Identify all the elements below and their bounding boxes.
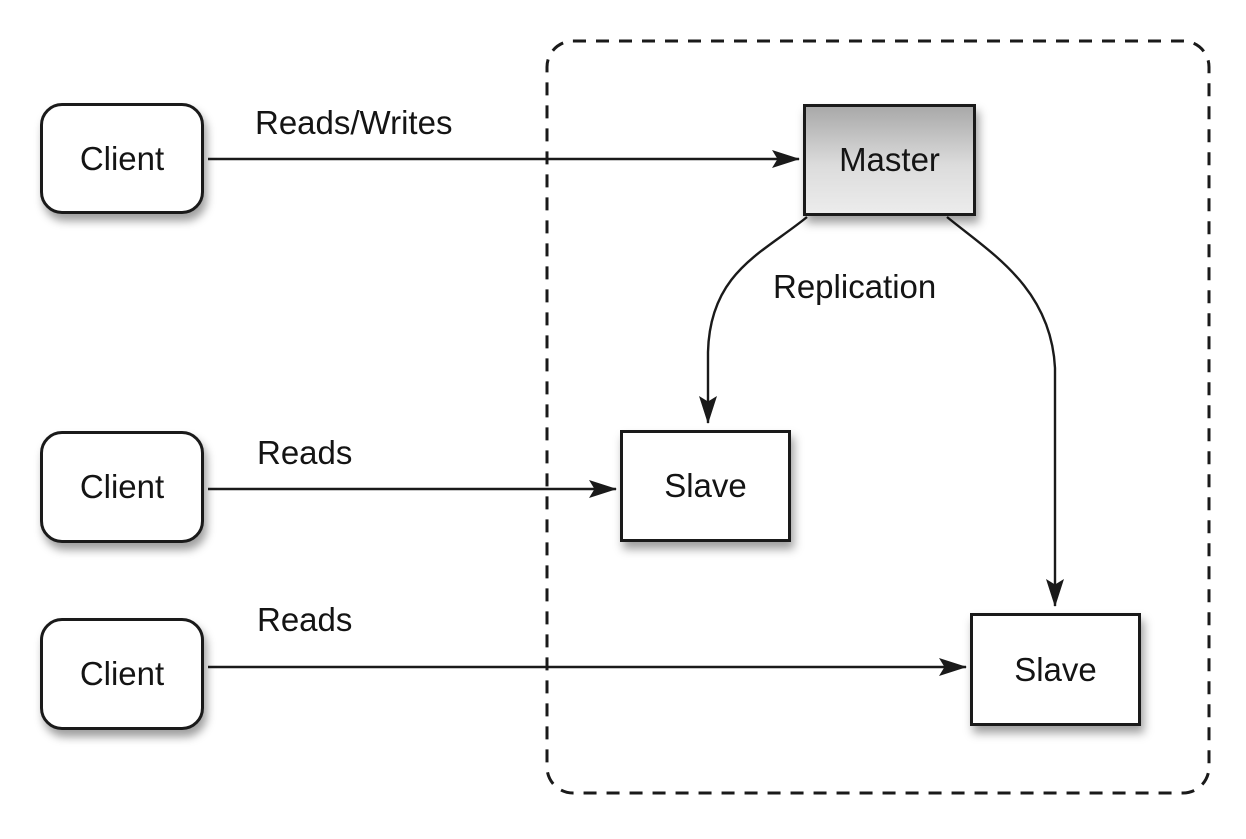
node-slave-1-label: Slave: [664, 467, 747, 504]
node-client-3-label: Client: [79, 655, 165, 692]
arrow-master-to-slave2-replication: [946, 216, 1064, 607]
edge-label-reads-middle: Reads: [257, 434, 353, 471]
node-client-3: Client: [40, 618, 204, 730]
edge-label-reads-writes: Reads/Writes: [255, 104, 453, 141]
node-master: Master: [803, 104, 976, 216]
node-slave-2-label: Slave: [1014, 650, 1097, 688]
node-slave-1: Slave: [620, 430, 791, 542]
node-client-1: Client: [40, 103, 204, 214]
node-slave-2: Slave: [970, 613, 1141, 726]
edge-label-replication: Replication: [773, 268, 937, 305]
replication-boundary-dashed-box: [545, 39, 1211, 795]
node-client-2-label: Client: [79, 468, 165, 505]
node-master-label: Master: [839, 141, 940, 178]
edge-label-reads-bottom: Reads: [257, 601, 353, 638]
arrow-master-to-slave1-replication: [699, 216, 808, 424]
node-client-1-label: Client: [79, 139, 165, 177]
node-client-2: Client: [40, 431, 204, 543]
